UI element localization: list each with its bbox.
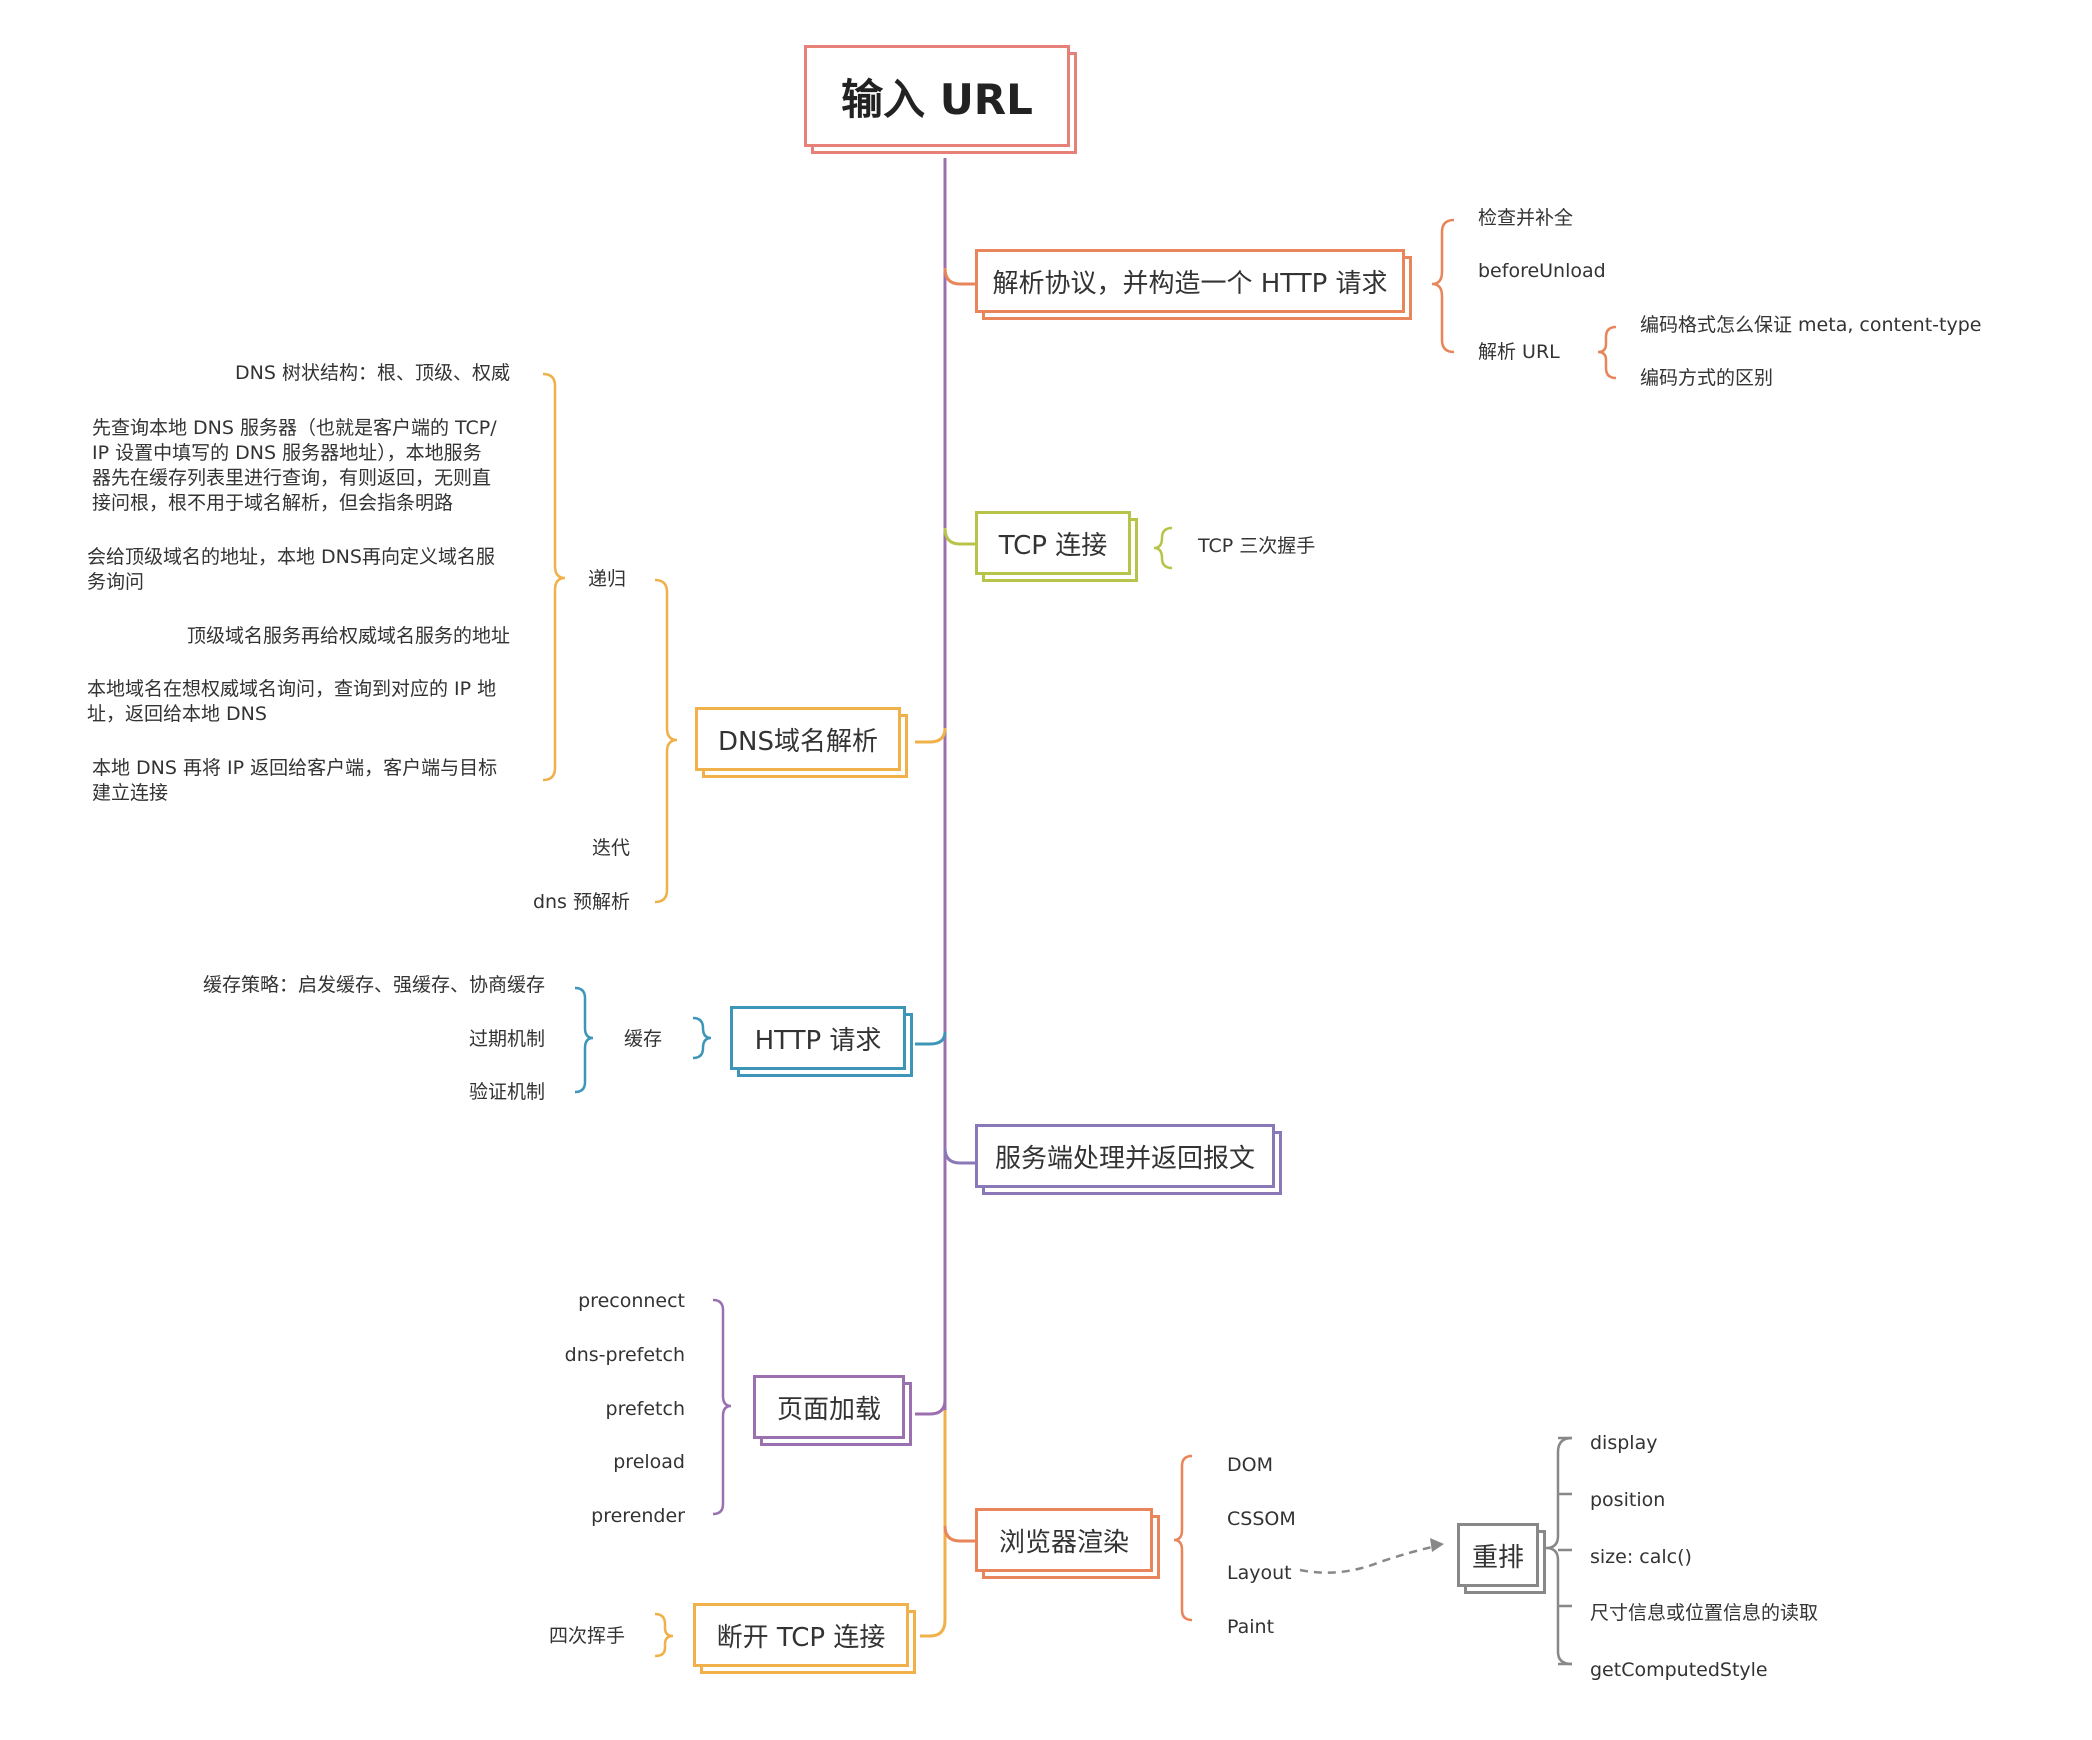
recursive-item-tld: 会给顶级域名的地址，本地 DNS再向定义域名服 务询问 — [87, 546, 495, 593]
connector-render — [943, 1525, 975, 1543]
dns-item-prefetch: dns 预解析 — [532, 891, 630, 913]
cache-item-expiry: 过期机制 — [468, 1028, 545, 1050]
recursive-item-query-ip: 本地域名在想权威域名询问，查询到对应的 IP 地 址，返回给本地 DNS — [87, 678, 497, 725]
brace-disconnect — [654, 1612, 674, 1658]
connector-dns — [915, 727, 947, 744]
render-item-paint: Paint — [1227, 1616, 1275, 1638]
brace-dns — [654, 578, 678, 904]
cache-item-validate: 验证机制 — [468, 1081, 545, 1103]
connector-protocol — [943, 267, 975, 286]
branch-render[interactable]: 浏览器渲染 — [975, 1508, 1153, 1572]
branch-tcp-label: TCP 连接 — [998, 530, 1108, 561]
render-item-dom: DOM — [1227, 1454, 1273, 1476]
render-item-layout: Layout — [1227, 1562, 1292, 1584]
recursive-item-local-dns: 先查询本地 DNS 服务器（也就是客户端的 TCP/ IP 设置中填写的 DNS… — [92, 417, 497, 514]
branch-dns[interactable]: DNS域名解析 — [695, 707, 901, 771]
brace-tcp — [1153, 526, 1173, 570]
connector-server — [943, 1147, 975, 1165]
brace-protocol — [1431, 218, 1455, 354]
reflow-item-read-size: 尺寸信息或位置信息的读取 — [1590, 1602, 1819, 1624]
arrow-head — [1430, 1538, 1444, 1552]
connector-tcp — [943, 527, 975, 546]
dns-item-iterative: 迭代 — [591, 837, 630, 859]
parse-url-item-encoding-diff: 编码方式的区别 — [1640, 367, 1774, 389]
recursive-item-authority: 顶级域名服务再给权威域名服务的地址 — [186, 625, 510, 647]
dns-item-recursive: 递归 — [588, 568, 627, 590]
branch-pageload[interactable]: 页面加载 — [753, 1375, 905, 1439]
branch-http-label: HTTP 请求 — [754, 1025, 882, 1056]
reflow-item-display: display — [1590, 1432, 1658, 1454]
layout-to-reflow-arrow — [1299, 1544, 1437, 1574]
disconnect-item-four-way: 四次挥手 — [548, 1625, 625, 1647]
root-node[interactable]: 输入 URL — [804, 45, 1070, 147]
branch-server[interactable]: 服务端处理并返回报文 — [975, 1124, 1275, 1188]
protocol-item-check: 检查并补全 — [1478, 207, 1574, 229]
brace-pageload — [712, 1298, 732, 1516]
branch-server-label: 服务端处理并返回报文 — [994, 1143, 1255, 1174]
http-item-cache: 缓存 — [623, 1028, 662, 1050]
reflow-item-size-calc: size: calc() — [1590, 1546, 1692, 1568]
render-item-cssom: CSSOM — [1227, 1508, 1296, 1530]
protocol-item-beforeunload: beforeUnload — [1478, 260, 1606, 282]
brace-http — [692, 1016, 712, 1060]
parse-url-item-encoding-meta: 编码格式怎么保证 meta, content-type — [1640, 314, 1982, 336]
protocol-item-parse-url: 解析 URL — [1478, 341, 1560, 363]
cache-item-strategy: 缓存策略：启发缓存、强缓存、协商缓存 — [202, 974, 545, 996]
branch-disconnect-label: 断开 TCP 连接 — [716, 1622, 886, 1653]
root-label: 输入 URL — [841, 74, 1033, 124]
reflow-item-getcomputedstyle: getComputedStyle — [1590, 1659, 1768, 1681]
pageload-item-preconnect: preconnect — [578, 1290, 685, 1312]
branch-protocol[interactable]: 解析协议，并构造一个 HTTP 请求 — [975, 249, 1405, 313]
pageload-item-prerender: prerender — [591, 1505, 685, 1527]
connector-http — [915, 1031, 947, 1046]
branch-render-label: 浏览器渲染 — [998, 1527, 1129, 1558]
branch-http[interactable]: HTTP 请求 — [730, 1006, 906, 1070]
trunk-lower-line — [920, 1410, 947, 1638]
connector-pageload — [915, 1399, 947, 1416]
tcp-item-handshake: TCP 三次握手 — [1198, 535, 1316, 557]
reflow-item-position: position — [1590, 1489, 1666, 1511]
branch-disconnect[interactable]: 断开 TCP 连接 — [693, 1603, 909, 1667]
reflow-node[interactable]: 重排 — [1457, 1523, 1539, 1587]
brace-cache — [574, 986, 594, 1094]
branch-pageload-label: 页面加载 — [776, 1394, 881, 1425]
brace-parse-url — [1597, 325, 1617, 380]
recursive-item-tree: DNS 树状结构：根、顶级、权威 — [235, 362, 510, 384]
reflow-label: 重排 — [1471, 1542, 1524, 1573]
branch-tcp[interactable]: TCP 连接 — [975, 511, 1131, 575]
branch-dns-label: DNS域名解析 — [718, 726, 878, 757]
pageload-item-preload: preload — [613, 1451, 685, 1473]
brace-render — [1173, 1454, 1193, 1622]
recursive-item-return-ip: 本地 DNS 再将 IP 返回给客户端，客户端与目标 建立连接 — [92, 757, 498, 804]
pageload-item-dns-prefetch: dns-prefetch — [564, 1344, 685, 1366]
brace-recursive — [542, 372, 566, 782]
pageload-item-prefetch: prefetch — [605, 1398, 685, 1420]
branch-protocol-label: 解析协议，并构造一个 HTTP 请求 — [992, 268, 1388, 299]
